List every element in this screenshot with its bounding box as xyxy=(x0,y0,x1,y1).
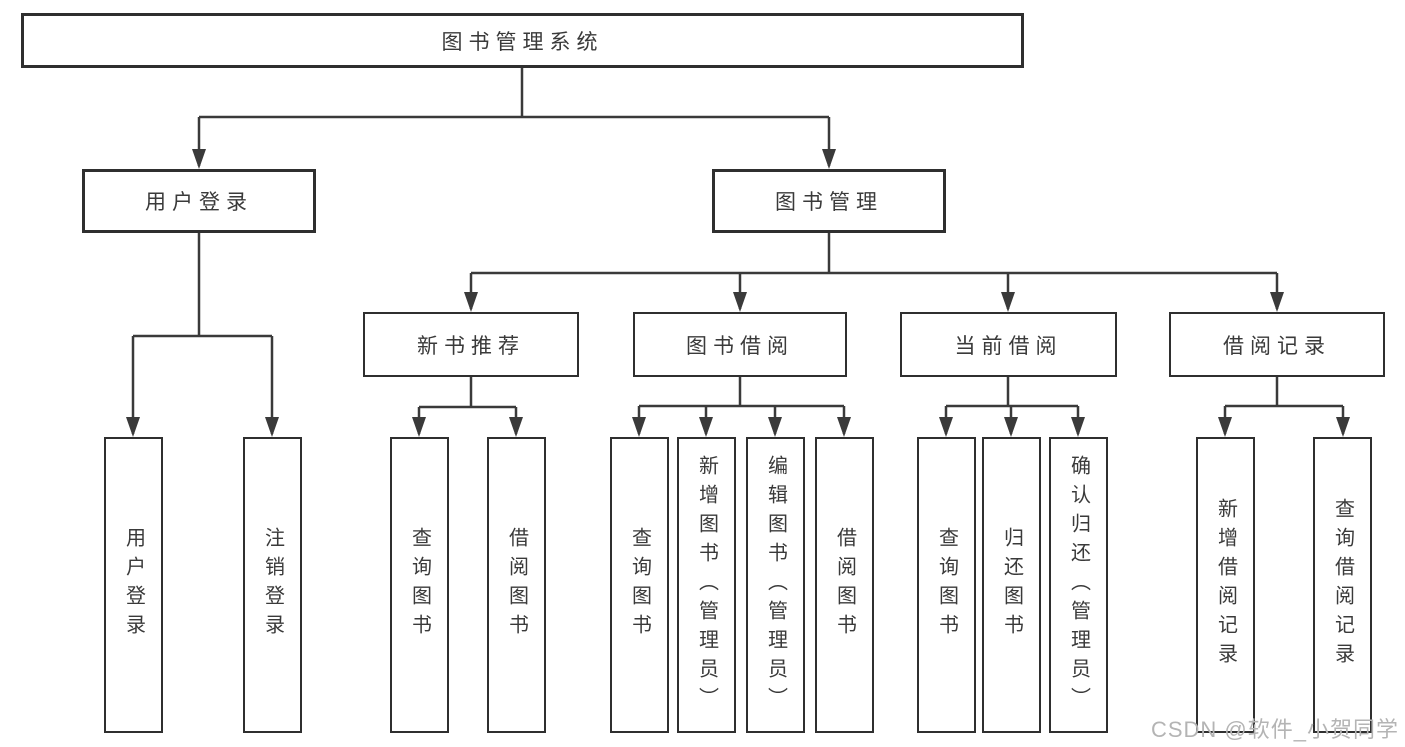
node-book-borrow: 图书借阅 xyxy=(633,312,847,377)
node-label: 用户登录 xyxy=(145,191,253,214)
node-label: 借阅记录 xyxy=(1223,334,1331,358)
node-book-management: 图书管理 xyxy=(712,169,946,233)
node-label: 确认归还（管理员） xyxy=(1067,454,1090,716)
node-leaf-rec-query-books: 查询图书 xyxy=(390,437,449,733)
node-leaf-bb-borrow-books: 借阅图书 xyxy=(815,437,874,733)
node-leaf-cb-confirm-return: 确认归还（管理员） xyxy=(1049,437,1108,733)
node-leaf-cb-query-books: 查询图书 xyxy=(917,437,976,733)
node-leaf-bb-add-books: 新增图书（管理员） xyxy=(677,437,736,733)
node-leaf-cb-return-books: 归还图书 xyxy=(982,437,1041,733)
node-label: 图书借阅 xyxy=(686,334,794,358)
node-label: 归还图书 xyxy=(1000,527,1023,643)
node-new-book-recommend: 新书推荐 xyxy=(363,312,579,377)
node-borrow-records: 借阅记录 xyxy=(1169,312,1385,377)
node-user-login: 用户登录 xyxy=(82,169,316,233)
watermark: CSDN @软件_小贺同学 xyxy=(1150,717,1399,742)
node-root-system: 图书管理系统 xyxy=(21,13,1024,68)
node-label: 图书管理 xyxy=(775,191,883,214)
node-current-borrow: 当前借阅 xyxy=(900,312,1117,377)
node-label: 查询借阅记录 xyxy=(1331,498,1354,672)
node-label: 用户登录 xyxy=(122,527,145,643)
node-leaf-br-query-record: 查询借阅记录 xyxy=(1313,437,1372,733)
node-label: 新增图书（管理员） xyxy=(695,454,718,716)
node-label: 借阅图书 xyxy=(833,527,856,643)
node-label: 查询图书 xyxy=(408,527,431,643)
node-label: 注销登录 xyxy=(261,527,284,643)
node-label: 查询图书 xyxy=(935,527,958,643)
node-label: 新书推荐 xyxy=(417,334,525,358)
node-leaf-user-login: 用户登录 xyxy=(104,437,163,733)
node-label: 当前借阅 xyxy=(954,334,1063,358)
node-label: 新增借阅记录 xyxy=(1214,498,1237,672)
node-label: 编辑图书（管理员） xyxy=(764,454,787,716)
node-leaf-br-add-record: 新增借阅记录 xyxy=(1196,437,1255,733)
node-label: 查询图书 xyxy=(628,527,651,643)
node-label: 图书管理系统 xyxy=(441,30,604,54)
node-leaf-logout: 注销登录 xyxy=(243,437,302,733)
connector-paths xyxy=(131,68,1345,434)
arrowhead-icons xyxy=(126,149,1350,437)
node-label: 借阅图书 xyxy=(505,527,528,643)
node-leaf-rec-borrow-books: 借阅图书 xyxy=(487,437,546,733)
node-leaf-bb-query-books: 查询图书 xyxy=(610,437,669,733)
node-leaf-bb-edit-books: 编辑图书（管理员） xyxy=(746,437,805,733)
